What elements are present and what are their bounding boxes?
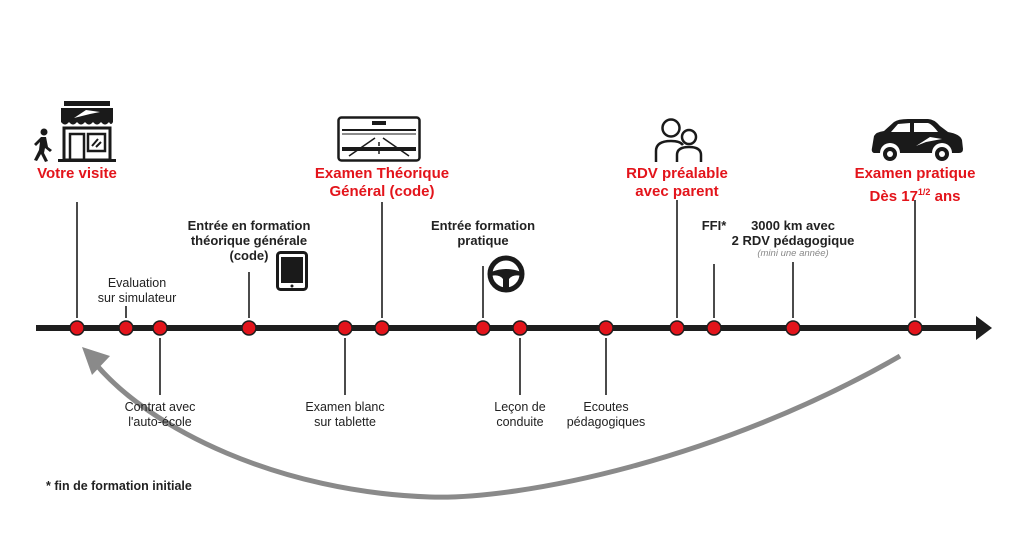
label-3000km-note: (mini une année)	[757, 248, 829, 259]
title-practical-exam-line2: Dès 171/2 ans	[855, 183, 976, 206]
label-listening-line1: Ecoutes	[583, 400, 629, 414]
label-contract: Contrat avec l'auto-école	[125, 400, 196, 430]
milestone-dot-lesson	[512, 320, 528, 336]
label-entry-theory-line2: théorique générale	[190, 233, 308, 248]
label-evaluation-line1: Evaluation	[107, 276, 167, 290]
title-rdv: RDV préalable avec parent	[626, 165, 728, 201]
parent-child-icon	[654, 118, 703, 162]
label-3000km-line1: 3000 km avec	[751, 218, 835, 233]
pedestrian-icon	[34, 128, 52, 162]
title-practical-age: Dès 17	[869, 188, 918, 205]
label-lesson: Leçon de conduite	[494, 400, 545, 430]
return-arrow-curve	[92, 353, 902, 500]
label-entry-practice: Entrée formation pratique	[431, 218, 535, 248]
footnote: * fin de formation initiale	[46, 479, 192, 493]
label-listening: Ecoutes pédagogiques	[567, 400, 646, 430]
label-blank-exam: Examen blanc sur tablette	[305, 400, 384, 430]
title-practical-fraction: 1/2	[917, 187, 931, 197]
title-rdv-line1: RDV préalable	[626, 165, 728, 182]
milestone-dot-entry-theory	[241, 320, 257, 336]
milestone-dot-ffi	[706, 320, 722, 336]
milestone-dot-blank-exam	[337, 320, 353, 336]
title-visit: Votre visite	[37, 165, 117, 183]
label-listening-line2: pédagogiques	[566, 415, 646, 429]
milestone-dot-evaluation	[118, 320, 134, 336]
label-entry-theory-line1: Entrée en formation	[187, 218, 311, 233]
label-entry-theory-line3: (code)	[229, 248, 269, 263]
label-entry-practice-line2: pratique	[457, 233, 509, 248]
title-theory-exam: Examen Théorique Général (code)	[315, 165, 449, 201]
timeline-arrowhead	[976, 316, 992, 340]
title-practical-exam-line1: Examen pratique	[854, 165, 976, 182]
label-blank-exam-line1: Examen blanc	[305, 400, 385, 414]
label-lesson-line2: conduite	[496, 415, 544, 429]
title-practical-unit: ans	[930, 188, 961, 205]
label-contract-line2: l'auto-école	[128, 415, 192, 429]
driving-school-shop-icon	[58, 101, 116, 162]
label-entry-theory: Entrée en formation théorique générale (…	[188, 218, 311, 263]
return-arrowhead	[82, 347, 110, 375]
title-rdv-line2: avec parent	[635, 183, 719, 200]
car-icon	[871, 119, 963, 163]
label-3000km: 3000 km avec 2 RDV pédagogique (mini une…	[732, 218, 855, 260]
milestone-dot-listening	[598, 320, 614, 336]
milestone-dot-contract	[152, 320, 168, 336]
milestone-dot-rdv	[669, 320, 685, 336]
label-lesson-line1: Leçon de	[494, 400, 546, 414]
title-theory-exam-line2: Général (code)	[329, 183, 435, 200]
label-ffi: FFI*	[702, 218, 727, 233]
title-visit-text: Votre visite	[37, 165, 117, 182]
label-evaluation: Evaluation sur simulateur	[98, 276, 177, 306]
milestone-dot-theory-exam	[374, 320, 390, 336]
tablet-icon	[276, 251, 308, 291]
title-theory-exam-line1: Examen Théorique	[314, 165, 450, 182]
label-evaluation-line2: sur simulateur	[97, 291, 177, 305]
windshield-dashboard-icon	[337, 116, 421, 162]
label-entry-practice-line1: Entrée formation	[430, 218, 536, 233]
milestone-dot-visit	[69, 320, 85, 336]
milestone-dot-entry-practice	[475, 320, 491, 336]
label-blank-exam-line2: sur tablette	[314, 415, 376, 429]
label-3000km-line2: 2 RDV pédagogique	[731, 233, 855, 248]
steering-wheel-icon	[487, 255, 525, 293]
connector-lines	[76, 200, 916, 395]
milestone-dot-3000km	[785, 320, 801, 336]
label-ffi-text: FFI*	[701, 218, 727, 233]
label-contract-line1: Contrat avec	[124, 400, 196, 414]
title-practical-exam: Examen pratique Dès 171/2 ans	[855, 165, 976, 206]
milestone-dot-practical-exam	[907, 320, 923, 336]
